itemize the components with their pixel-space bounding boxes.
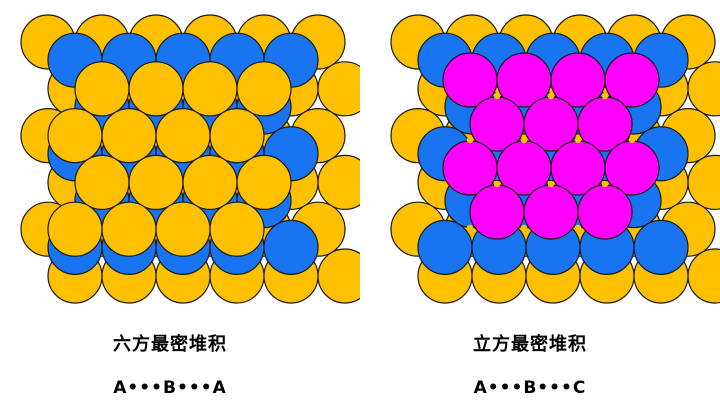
hcp-stacking-sequence: A•••B•••A: [113, 378, 227, 398]
sphere-layer-c: [469, 184, 525, 240]
sphere-top-layer-a: [101, 201, 157, 257]
gap-dot-layer-a: [574, 136, 582, 144]
sphere-top-layer-a: [182, 154, 238, 210]
gap-dot-layer-a: [493, 180, 501, 188]
sphere-top-layer-a: [209, 108, 265, 164]
sphere-top-layer-a: [128, 61, 184, 117]
gap-dot-layer-a: [628, 136, 636, 144]
sphere-top-layer-a: [236, 61, 292, 117]
gap-dot-layer-a: [547, 180, 555, 188]
sphere-top-layer-a: [155, 108, 211, 164]
gap-dot-layer-a: [493, 92, 501, 100]
hcp-packing-diagram: [20, 14, 360, 304]
sphere-layer-a: [317, 248, 360, 304]
gap-dot-layer-a: [520, 136, 528, 144]
gap-dot-layer-a: [601, 180, 609, 188]
hcp-figure: 六方最密堆积 A•••B•••A: [20, 14, 360, 398]
gap-dot-layer-a: [574, 224, 582, 232]
ccp-title: 立方最密堆积: [473, 334, 587, 355]
sphere-layer-a: [687, 154, 720, 210]
sphere-layer-a: [687, 248, 720, 304]
sphere-top-layer-a: [128, 154, 184, 210]
gap-dot-layer-a: [601, 92, 609, 100]
ccp-packing-diagram: [390, 14, 720, 304]
sphere-layer-c: [523, 184, 579, 240]
gap-dot-layer-a: [547, 92, 555, 100]
sphere-layer-a: [317, 61, 360, 117]
gap-dot-layer-a: [466, 224, 474, 232]
sphere-top-layer-a: [236, 154, 292, 210]
sphere-layer-a: [317, 154, 360, 210]
sphere-top-layer-a: [182, 61, 238, 117]
gap-dot-layer-a: [520, 224, 528, 232]
sphere-top-layer-a: [209, 201, 265, 257]
hcp-title: 六方最密堆积: [113, 334, 227, 355]
sphere-layer-c: [604, 52, 660, 108]
sphere-top-layer-a: [47, 108, 103, 164]
sphere-top-layer-a: [74, 154, 130, 210]
sphere-layer-b: [417, 219, 473, 275]
ccp-stacking-sequence: A•••B•••C: [473, 378, 587, 398]
sphere-layer-c: [577, 184, 633, 240]
ccp-figure: 立方最密堆积 A•••B•••C: [360, 0, 720, 417]
sphere-top-layer-a: [47, 201, 103, 257]
sphere-top-layer-a: [101, 108, 157, 164]
sphere-top-layer-a: [74, 61, 130, 117]
sphere-top-layer-a: [155, 201, 211, 257]
sphere-layer-b: [633, 219, 689, 275]
gap-dot-layer-a: [466, 136, 474, 144]
sphere-layer-a: [687, 61, 720, 117]
sphere-layer-b: [263, 219, 319, 275]
